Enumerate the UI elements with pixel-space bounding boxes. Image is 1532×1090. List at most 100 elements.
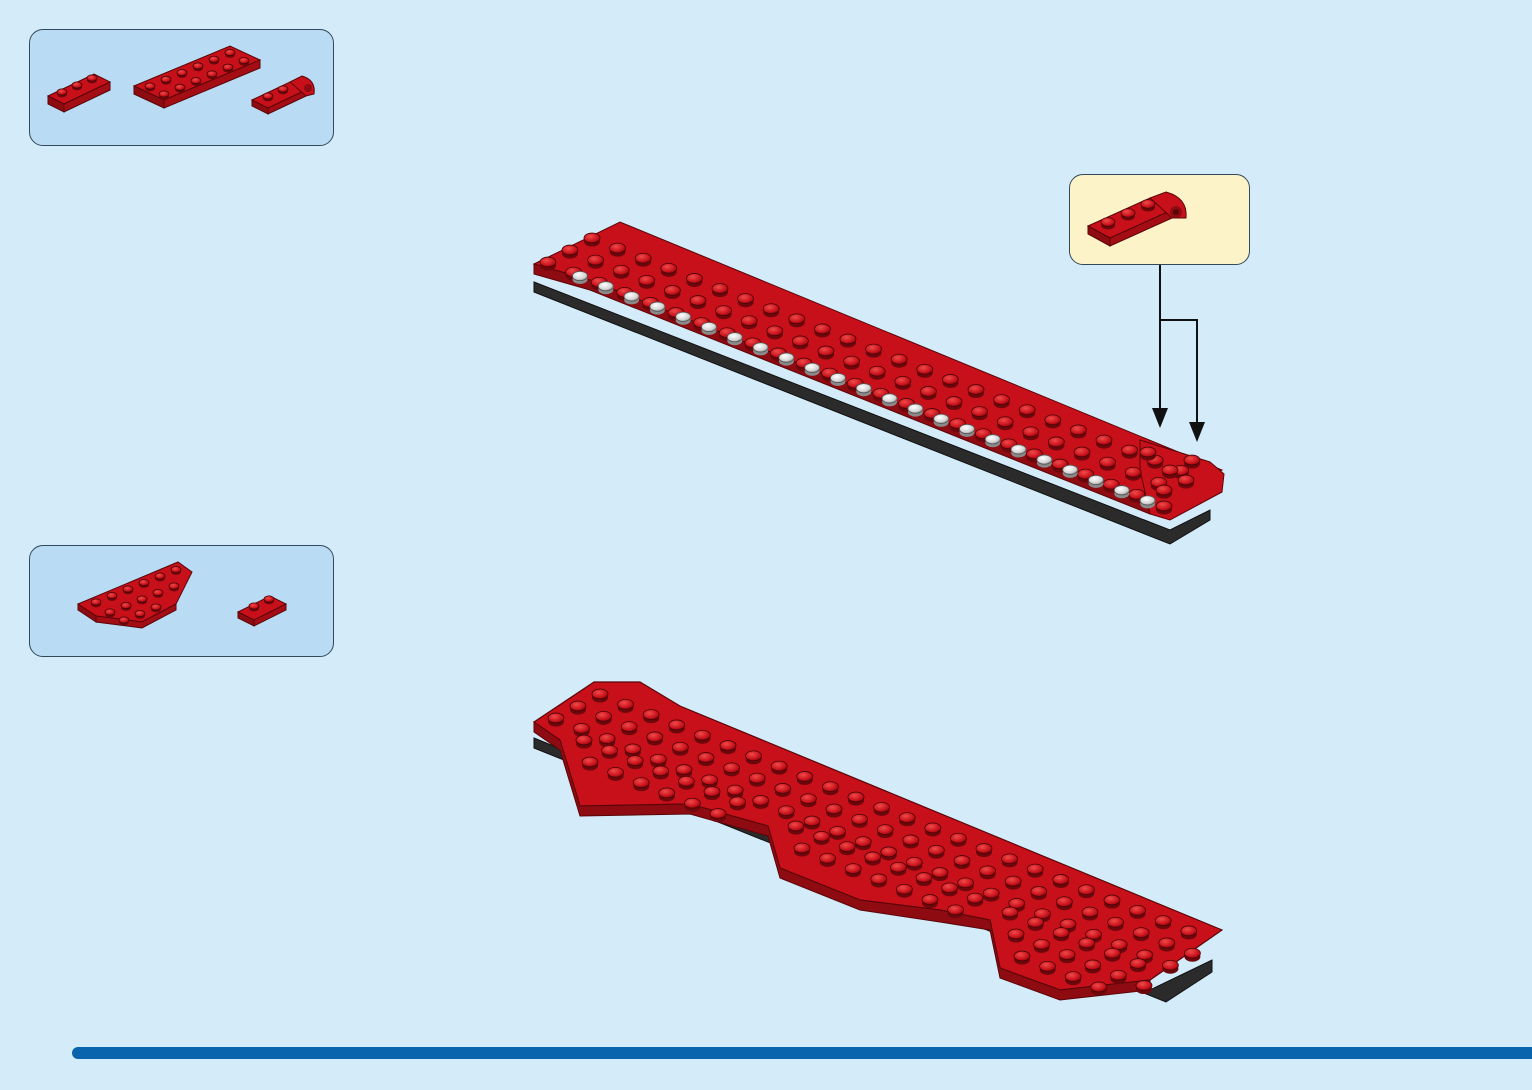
stud — [1028, 917, 1044, 927]
stud — [1082, 907, 1098, 917]
stud — [643, 710, 659, 720]
stud — [882, 394, 897, 403]
stud — [1101, 218, 1115, 227]
stud — [540, 257, 556, 267]
stud — [826, 804, 842, 814]
stud — [942, 883, 958, 893]
stud — [1140, 447, 1156, 457]
stud — [877, 825, 893, 835]
stud — [763, 304, 779, 314]
stud — [871, 874, 887, 884]
stud — [1056, 897, 1072, 907]
stud — [946, 397, 962, 407]
stud — [209, 56, 219, 62]
stud — [624, 292, 639, 301]
stud — [712, 284, 728, 294]
stud — [881, 847, 897, 857]
stud — [906, 857, 922, 867]
stud — [830, 826, 846, 836]
stud — [925, 823, 941, 833]
stud — [716, 306, 732, 316]
stud — [613, 265, 629, 275]
stud — [169, 583, 179, 589]
stud — [855, 837, 871, 847]
stud — [895, 376, 911, 386]
stud — [639, 275, 655, 285]
stud — [678, 776, 694, 786]
stud — [1125, 467, 1141, 477]
stud — [621, 722, 637, 732]
stud — [1063, 465, 1078, 474]
stud — [917, 364, 933, 374]
stud — [175, 84, 185, 90]
stud — [123, 586, 133, 592]
stud — [916, 873, 932, 883]
stud — [899, 813, 915, 823]
stud — [635, 253, 651, 263]
stud — [1059, 950, 1075, 960]
stud — [159, 91, 169, 97]
stud — [119, 617, 129, 623]
stud — [874, 802, 890, 812]
stud — [1070, 425, 1086, 435]
stud — [720, 741, 736, 751]
stud — [650, 754, 666, 764]
stud — [1079, 938, 1095, 948]
stud — [958, 878, 974, 888]
stud — [1091, 982, 1107, 992]
stud — [107, 592, 117, 598]
stud — [1034, 939, 1050, 949]
stud — [72, 82, 82, 88]
stud — [1156, 501, 1172, 511]
page-number — [0, 1078, 90, 1090]
stud — [976, 844, 992, 854]
stud — [948, 905, 964, 915]
stud — [177, 70, 187, 76]
stud — [994, 395, 1010, 405]
stud — [727, 333, 742, 342]
part-plate-1x2 — [238, 596, 286, 626]
stud — [753, 795, 769, 805]
stud — [1027, 864, 1043, 874]
stud — [903, 835, 919, 845]
stud — [647, 732, 663, 742]
stud — [1011, 445, 1026, 454]
stud — [738, 294, 754, 304]
stud — [659, 788, 675, 798]
stud — [967, 893, 983, 903]
stud — [145, 83, 155, 89]
stud — [724, 763, 740, 773]
stud — [1162, 960, 1178, 970]
stud — [950, 833, 966, 843]
stud — [1065, 972, 1081, 982]
stud — [225, 49, 235, 55]
stud — [1130, 959, 1146, 969]
part-plate-1x3 — [48, 74, 110, 112]
stud — [137, 596, 147, 602]
stud — [548, 713, 564, 723]
part-plate-1x2-with-clip — [252, 76, 314, 114]
stud — [91, 599, 101, 605]
stud — [153, 589, 163, 595]
stud — [223, 64, 233, 70]
stud — [618, 699, 634, 709]
stud — [840, 334, 856, 344]
stud — [822, 782, 838, 792]
stud — [794, 843, 810, 853]
stud — [592, 689, 608, 699]
stud — [788, 821, 804, 831]
stud — [1155, 916, 1171, 926]
stud — [985, 435, 1000, 444]
stud — [664, 285, 680, 295]
stud — [1008, 929, 1024, 939]
stud — [928, 845, 944, 855]
main-assembly-step-b — [534, 682, 1222, 1002]
stud — [625, 744, 641, 754]
stud — [1141, 200, 1155, 209]
stud — [599, 734, 615, 744]
arrow-head-1-icon — [1152, 408, 1168, 428]
stud — [805, 363, 820, 372]
stud — [1074, 447, 1090, 457]
stud — [866, 344, 882, 354]
stud — [191, 78, 201, 84]
